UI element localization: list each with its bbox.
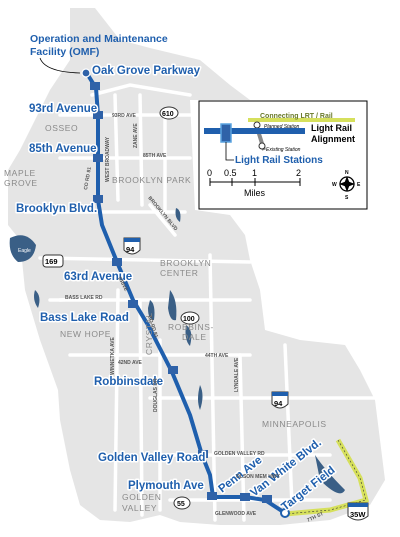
city-minneapolis: MINNEAPOLIS xyxy=(262,419,327,429)
lake-label: Eagle xyxy=(18,248,31,254)
legend-stations-label: Light Rail Stations xyxy=(235,155,323,166)
road-85th: 85TH AVE xyxy=(143,153,167,159)
road-douglas: DOUGLAS DR xyxy=(153,378,159,412)
shield-i94-north: 94 xyxy=(123,237,141,255)
label-oak-grove: Oak Grove Parkway xyxy=(92,65,201,77)
label-robbinsdale: Robbinsdale xyxy=(94,376,163,388)
svg-text:100: 100 xyxy=(183,316,195,323)
svg-text:N: N xyxy=(345,170,349,176)
scale-05: 0.5 xyxy=(224,168,237,178)
city-robbins: ROBBINS- xyxy=(168,322,214,332)
compass-icon: N E S W xyxy=(332,170,361,201)
road-glenwood: GLENWOOD AVE xyxy=(215,511,257,517)
station-robbinsdale[interactable] xyxy=(168,366,178,374)
road-42nd: 42ND AVE xyxy=(118,360,143,366)
omf-label-line2: Facility (OMF) xyxy=(30,46,99,58)
station-plymouth[interactable] xyxy=(207,492,217,500)
road-olson: OLSON MEM HWY xyxy=(236,474,281,480)
svg-text:94: 94 xyxy=(126,245,135,254)
station-van-white[interactable] xyxy=(262,495,272,503)
city-grove: GROVE xyxy=(4,178,38,188)
lakes xyxy=(9,208,345,494)
station-93rd[interactable] xyxy=(93,111,103,119)
city-golden: GOLDEN xyxy=(122,492,162,502)
svg-text:W: W xyxy=(332,182,337,188)
station-bass-lake[interactable] xyxy=(128,300,138,308)
label-golden-valley: Golden Valley Road xyxy=(98,452,205,464)
stations xyxy=(81,68,290,518)
legend-planned: Planned Station xyxy=(264,124,300,130)
scale-unit: Miles xyxy=(244,188,266,198)
light-rail-alignment xyxy=(84,70,287,515)
shield-i94-south: 94 xyxy=(271,391,289,409)
scale-2: 2 xyxy=(296,168,301,178)
station-penn[interactable] xyxy=(240,493,250,501)
omf-marker[interactable] xyxy=(81,68,91,78)
label-85th: 85th Avenue xyxy=(29,143,97,155)
shield-55: 55 xyxy=(173,496,191,510)
legend-alignment-1: Light Rail xyxy=(311,123,352,133)
svg-text:55: 55 xyxy=(177,501,185,508)
city-brooklyn: BROOKLYN xyxy=(160,258,211,268)
city-crystal: CRYSTAL xyxy=(144,312,154,355)
road-zane: ZANE AVE xyxy=(133,123,139,148)
road-bass-lake: BASS LAKE RD xyxy=(65,295,103,301)
road-network xyxy=(23,83,382,522)
road-93rd: 93RD AVE xyxy=(112,113,137,119)
svg-text:169: 169 xyxy=(45,257,58,266)
city-center: CENTER xyxy=(160,268,199,278)
legend-existing: Existing Station xyxy=(266,147,301,153)
city-dale: DALE xyxy=(182,332,207,342)
city-brooklyn-park: BROOKLYN PARK xyxy=(112,175,191,185)
city-osseo: OSSEO xyxy=(45,123,78,133)
svg-text:610: 610 xyxy=(162,111,174,118)
label-63rd: 63rd Avenue xyxy=(64,271,132,283)
label-brooklyn-blvd: Brooklyn Blvd. xyxy=(16,203,97,215)
shield-100: 100 xyxy=(180,311,200,325)
city-maple: MAPLE xyxy=(4,168,36,178)
svg-text:E: E xyxy=(357,182,361,188)
scale-1: 1 xyxy=(252,168,257,178)
legend-alignment-2: Alignment xyxy=(311,134,355,144)
shield-i35w: 35W xyxy=(347,502,369,521)
road-west-broadway: WEST BROADWAY xyxy=(105,136,111,182)
legend-connecting-label: Connecting LRT / Rail xyxy=(260,113,333,120)
legend: Connecting LRT / Rail Planned Station Ex… xyxy=(198,100,368,210)
station-golden-valley[interactable] xyxy=(198,450,208,458)
road-44th: 44TH AVE xyxy=(205,353,229,359)
station-brooklyn-blvd[interactable] xyxy=(93,195,103,203)
label-93rd: 93rd Avenue xyxy=(29,103,97,115)
road-co-rd-81-north: CO RD 81 xyxy=(83,166,93,190)
road-lyndale: LYNDALE AVE xyxy=(234,357,240,392)
shield-us169: 169 xyxy=(42,254,64,268)
station-target-field[interactable] xyxy=(280,508,290,518)
svg-text:35W: 35W xyxy=(350,510,366,519)
legend-station-swatch xyxy=(220,123,232,143)
shield-610: 610 xyxy=(159,106,179,120)
city-new-hope: NEW HOPE xyxy=(60,329,111,339)
station-85th[interactable] xyxy=(93,154,103,162)
omf-leader xyxy=(39,57,81,74)
omf-label-line1: Operation and Maintenance xyxy=(30,33,168,45)
scale-0: 0 xyxy=(207,168,212,178)
urban-area xyxy=(8,8,385,525)
road-golden-valley-rd: GOLDEN VALLEY RD xyxy=(214,451,265,457)
station-oak-grove[interactable] xyxy=(90,82,100,90)
road-winnetka: WINNETKA AVE xyxy=(110,336,116,375)
svg-text:94: 94 xyxy=(274,399,283,408)
station-63rd[interactable] xyxy=(112,258,122,266)
label-plymouth: Plymouth Ave xyxy=(128,480,204,492)
city-valley: VALLEY xyxy=(122,503,157,513)
label-bass-lake: Bass Lake Road xyxy=(40,312,129,324)
svg-text:S: S xyxy=(345,195,349,201)
